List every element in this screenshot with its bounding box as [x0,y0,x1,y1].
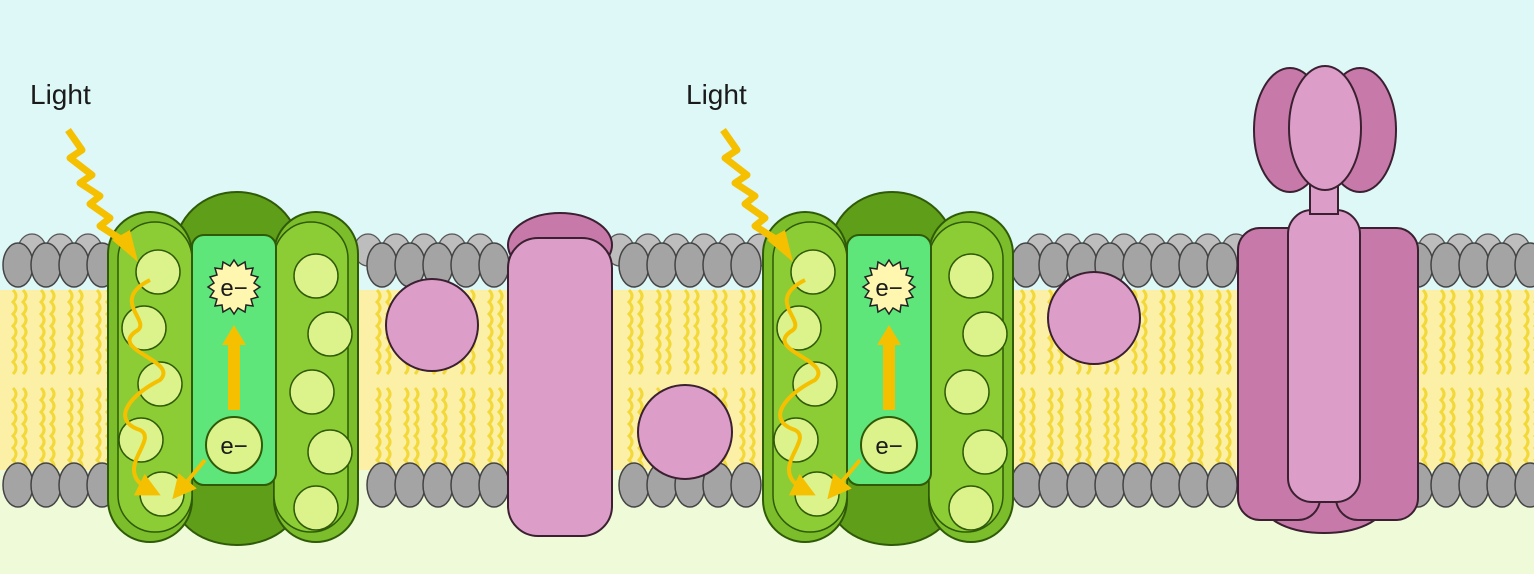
lipid-head [1178,462,1210,508]
lipid-head [1430,462,1462,508]
photosystem-left: e− e− [107,191,359,546]
atp-synthase [1237,65,1419,534]
lipid-heads-top [2,233,1534,288]
lipid-head [450,242,482,288]
lipid-head [2,462,34,508]
lipid-head [1010,242,1042,288]
pink-protein-cylinder [507,212,613,537]
wavy-light-arrow-icon [720,127,793,262]
lipid-head [1038,462,1070,508]
electron-circle-icon [205,416,263,474]
pink-protein-small-right [1047,271,1141,365]
lipid-head [394,462,426,508]
lipid-head [1150,242,1182,288]
lipid-head [1150,462,1182,508]
lipid-head [618,462,650,508]
lipid-head [58,462,90,508]
lipid-head [30,462,62,508]
lipid-head [646,242,678,288]
lipid-head [1094,462,1126,508]
lipid-head [730,242,762,288]
starburst-electron-icon [206,258,262,316]
lipid-head [1514,462,1534,508]
lipid-head [1486,242,1518,288]
lipid-head [1122,462,1154,508]
lipid-head [1458,462,1490,508]
lipid-head [730,462,762,508]
lipid-head [422,462,454,508]
electron-ground-label-left: e− [220,433,247,460]
lipid-head [366,242,398,288]
lipid-head [1458,242,1490,288]
lipid-head [366,462,398,508]
lipid-head [1430,242,1462,288]
lipid-head [618,242,650,288]
wavy-light-arrow-icon [65,127,138,262]
lipid-head [478,242,510,288]
lipid-head [1206,462,1238,508]
electron-transfer-arrow-left [172,458,207,500]
lipid-head [1010,462,1042,508]
light-label-left: Light [30,79,91,110]
photosystem-right [763,192,1013,545]
pink-protein-small-bottom [637,384,733,480]
energy-transfer-path-left [123,278,166,496]
lipid-head [1486,462,1518,508]
electron-excited-label-left: e− [220,275,247,302]
lipid-head [450,462,482,508]
lipid-head [30,242,62,288]
lipid-head [478,462,510,508]
lipid-head [674,242,706,288]
lipid-head [1122,242,1154,288]
lipid-head [1206,242,1238,288]
lipid-head [2,242,34,288]
lipid-head [1178,242,1210,288]
electron-up-arrow-left [228,340,240,410]
pink-protein-small-top [385,278,479,372]
light-label-right: Light [686,79,747,110]
lipid-head [1038,242,1070,288]
lipid-head [702,242,734,288]
lipid-head [1066,462,1098,508]
lipid-head [1514,242,1534,288]
lipid-head [58,242,90,288]
